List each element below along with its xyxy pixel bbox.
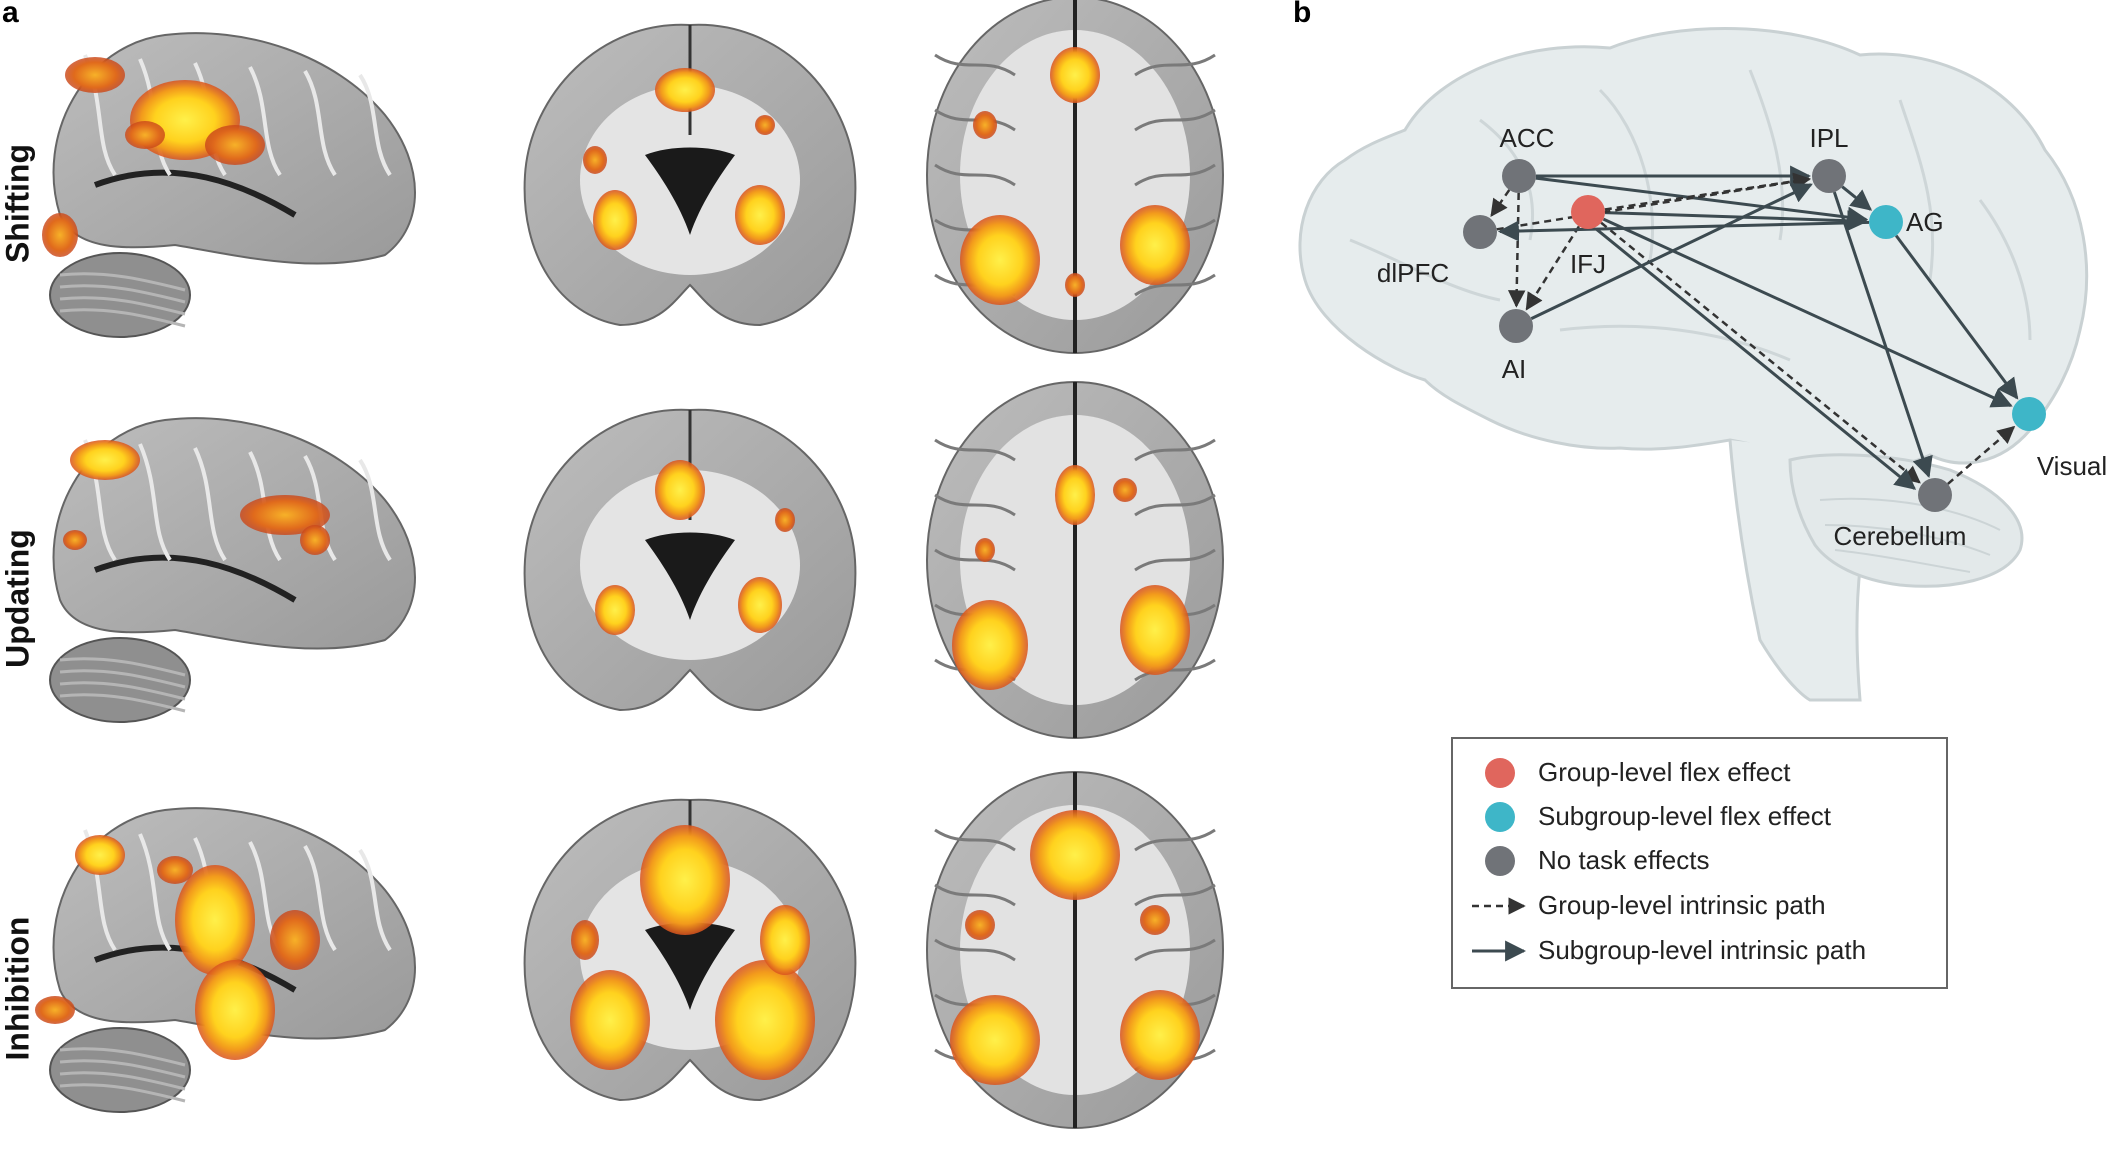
activation-cluster [738,577,782,633]
edge-acc-to-ag [1535,176,1869,228]
node-label-ifj: IFJ [1570,249,1606,279]
activation-cluster [42,213,78,257]
activation-cluster [570,970,650,1070]
node-label-cerebellum: Cerebellum [1834,521,1967,551]
activation-cluster [270,910,320,970]
activation-cluster [571,920,599,960]
edge-acc-to-ai [1507,192,1526,308]
activation-cluster [63,530,87,550]
activation-cluster [735,185,785,245]
updating-coronal-slice [523,408,857,712]
activation-cluster [775,508,795,532]
activation-cluster [300,525,330,555]
panel-a-label: a [2,0,19,29]
legend-none-swatch [1485,846,1515,876]
node-cerebellum [1918,478,1952,512]
activation-cluster [1065,273,1085,297]
brain-outline [1298,27,2089,702]
edge-ai-to-ipl [1530,183,1813,321]
inhibition-axial-slice [926,771,1224,1129]
activation-cluster [1055,465,1095,525]
legend: Group-level flex effect Subgroup-level f… [1451,737,1948,989]
edge-ifj-to-ai [1525,225,1580,311]
edge-ag-to-dlpfc [1497,220,1870,242]
activation-cluster [157,856,193,884]
activation-cluster [205,125,265,165]
activation-cluster [1140,905,1170,935]
network-diagram: ACC IPL AG IFJ dlPFC AI Visual Cerebellu… [1298,27,2107,989]
node-label-ag: AG [1906,207,1944,237]
activation-cluster [125,121,165,149]
node-ag [1869,205,1903,239]
inhibition-coronal-slice [523,798,857,1102]
updating-sagittal-slice [49,417,416,723]
activation-cluster [70,440,140,480]
node-label-ai: AI [1502,354,1527,384]
legend-label-subgroup-path: Subgroup-level intrinsic path [1538,935,1866,965]
activation-cluster [1120,990,1200,1080]
activation-cluster [950,995,1040,1085]
activation-cluster [1113,478,1137,502]
activation-cluster [1120,585,1190,675]
activation-cluster [75,835,125,875]
activation-cluster [655,460,705,520]
edge-dlpfc-to-ipl [1496,173,1811,231]
edge-ag-to-visual [1894,234,2019,400]
shifting-sagittal-slice [42,32,416,338]
edge-acc-to-dlpfc [1490,189,1511,218]
legend-group-swatch [1485,758,1515,788]
edge-ifj-to-ag [1604,210,1869,232]
activation-cluster [755,115,775,135]
shifting-coronal-slice [523,23,857,327]
activation-cluster [1120,205,1190,285]
node-label-dlpfc: dlPFC [1377,258,1449,288]
edge-ipl-to-ag [1841,185,1873,211]
activation-cluster [175,865,255,975]
edge-cerebellum-to-visual [1947,425,2016,485]
panel-b-label: b [1293,0,1312,29]
legend-subgroup-swatch [1485,802,1515,832]
activation-cluster [593,190,637,250]
inhibition-sagittal-slice [35,807,416,1113]
activation-cluster [583,146,607,174]
activation-cluster [65,57,125,93]
node-label-visual: Visual [2037,451,2107,481]
activation-cluster [240,495,330,535]
brain-slice-grid [35,0,1224,1129]
activation-cluster [595,585,635,635]
legend-label-none: No task effects [1538,845,1710,875]
node-acc [1502,159,1536,193]
legend-label-subgroup: Subgroup-level flex effect [1538,801,1832,831]
activation-cluster [1030,810,1120,900]
activation-cluster [960,215,1040,305]
activation-cluster [965,910,995,940]
node-label-acc: ACC [1500,123,1555,153]
shifting-axial-slice [926,0,1224,354]
activation-cluster [655,68,715,112]
updating-axial-slice [926,381,1224,739]
legend-label-group: Group-level flex effect [1538,757,1791,787]
edge-ifj-to-cerebellum [1600,221,1921,484]
node-dlpfc [1463,215,1497,249]
activation-cluster [952,600,1028,690]
activation-cluster [973,111,997,139]
edge-ipl-to-cerebellum [1832,191,1933,479]
node-ifj [1571,195,1605,229]
activation-cluster [715,960,815,1080]
legend-label-group-path: Group-level intrinsic path [1538,890,1826,920]
activation-cluster [195,960,275,1060]
node-visual [2012,397,2046,431]
activation-cluster [760,905,810,975]
activation-cluster [35,996,75,1024]
activation-cluster [975,538,995,562]
activation-cluster [1050,47,1100,103]
node-label-ipl: IPL [1809,123,1848,153]
node-ai [1499,309,1533,343]
node-ipl [1812,159,1846,193]
activation-cluster [640,825,730,935]
edge-ifj-to-cerebellum [1595,227,1917,490]
